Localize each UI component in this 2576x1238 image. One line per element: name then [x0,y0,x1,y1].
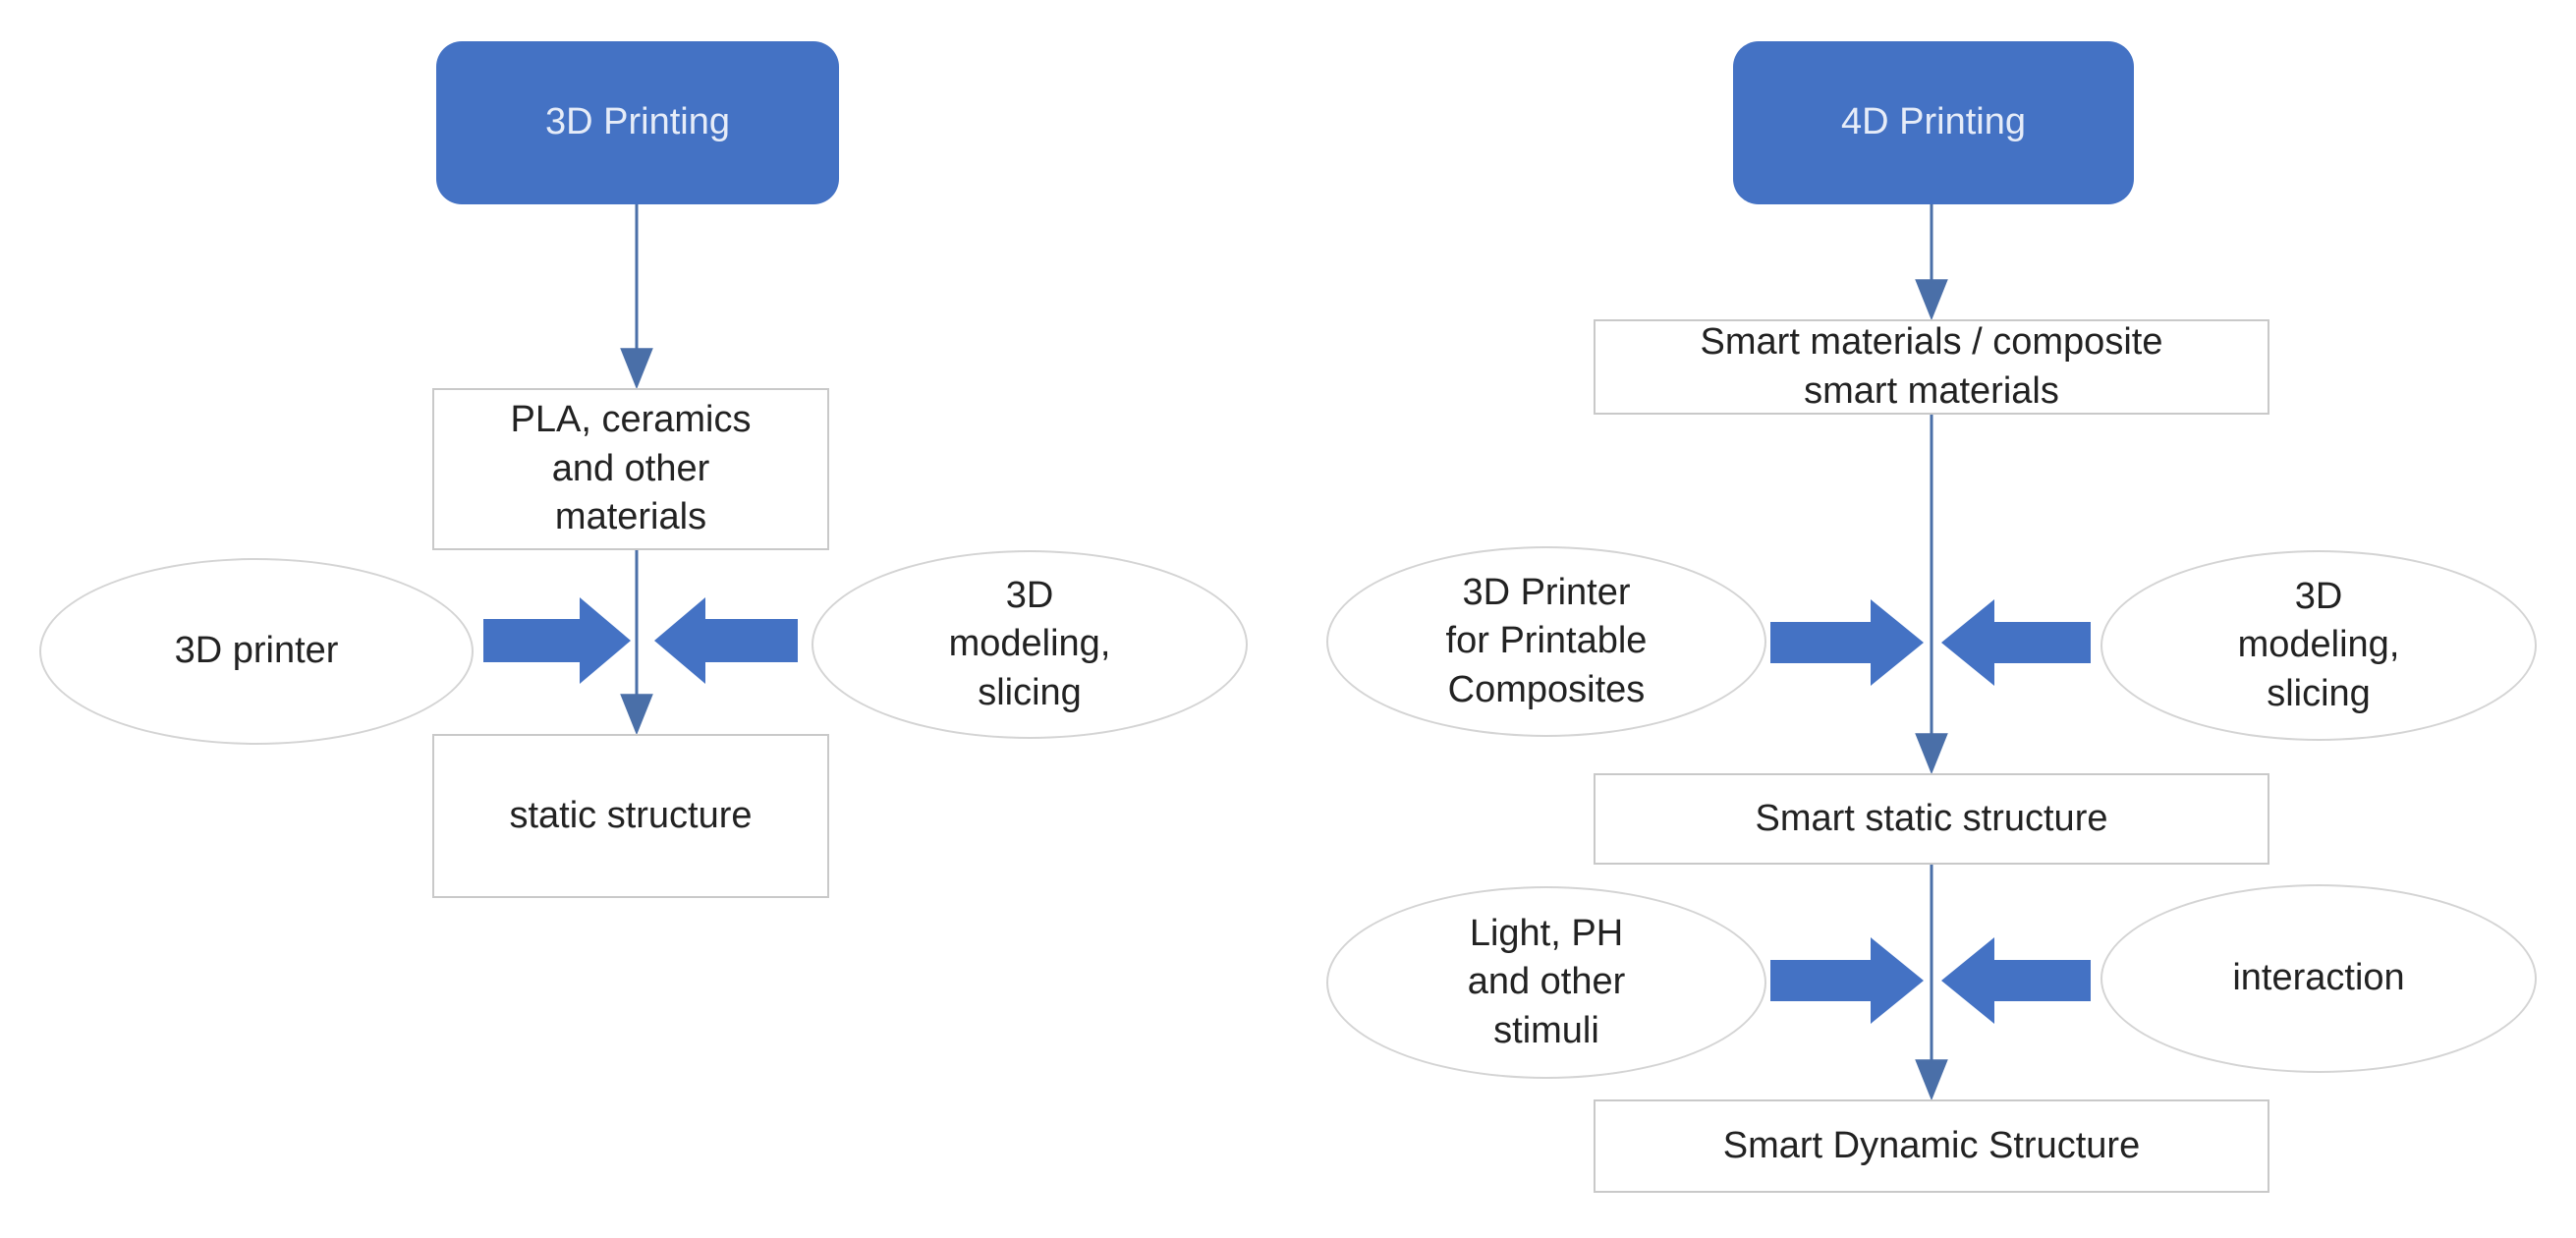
block-arrow-right-3d-printer [483,597,631,684]
ellipse-3d-modeling-slicing: 3D modeling, slicing [812,550,1248,739]
title-4d-printing: 4D Printing [1733,41,2134,204]
ellipse-stimuli: Light, PH and other stimuli [1326,886,1766,1079]
block-arrow-right-stimuli [1770,937,1924,1024]
box-static-structure: static structure [432,734,829,898]
box-smart-materials: Smart materials / composite smart materi… [1594,319,2269,415]
block-arrow-right-composite-printer [1770,599,1924,686]
ellipse-4d-modeling-slicing: 3D modeling, slicing [2100,550,2537,741]
ellipse-3d-printer: 3D printer [39,558,474,745]
box-3d-materials: PLA, ceramics and other materials [432,388,829,550]
ellipse-interaction: interaction [2100,884,2537,1073]
ellipse-composite-printer: 3D Printer for Printable Composites [1326,546,1766,737]
block-arrow-left-4d-modeling [1941,599,2091,686]
box-smart-static-structure: Smart static structure [1594,773,2269,865]
block-arrow-left-3d-modeling [654,597,798,684]
title-3d-printing: 3D Printing [436,41,839,204]
block-arrow-left-interaction [1941,937,2091,1024]
box-smart-dynamic-structure: Smart Dynamic Structure [1594,1099,2269,1193]
